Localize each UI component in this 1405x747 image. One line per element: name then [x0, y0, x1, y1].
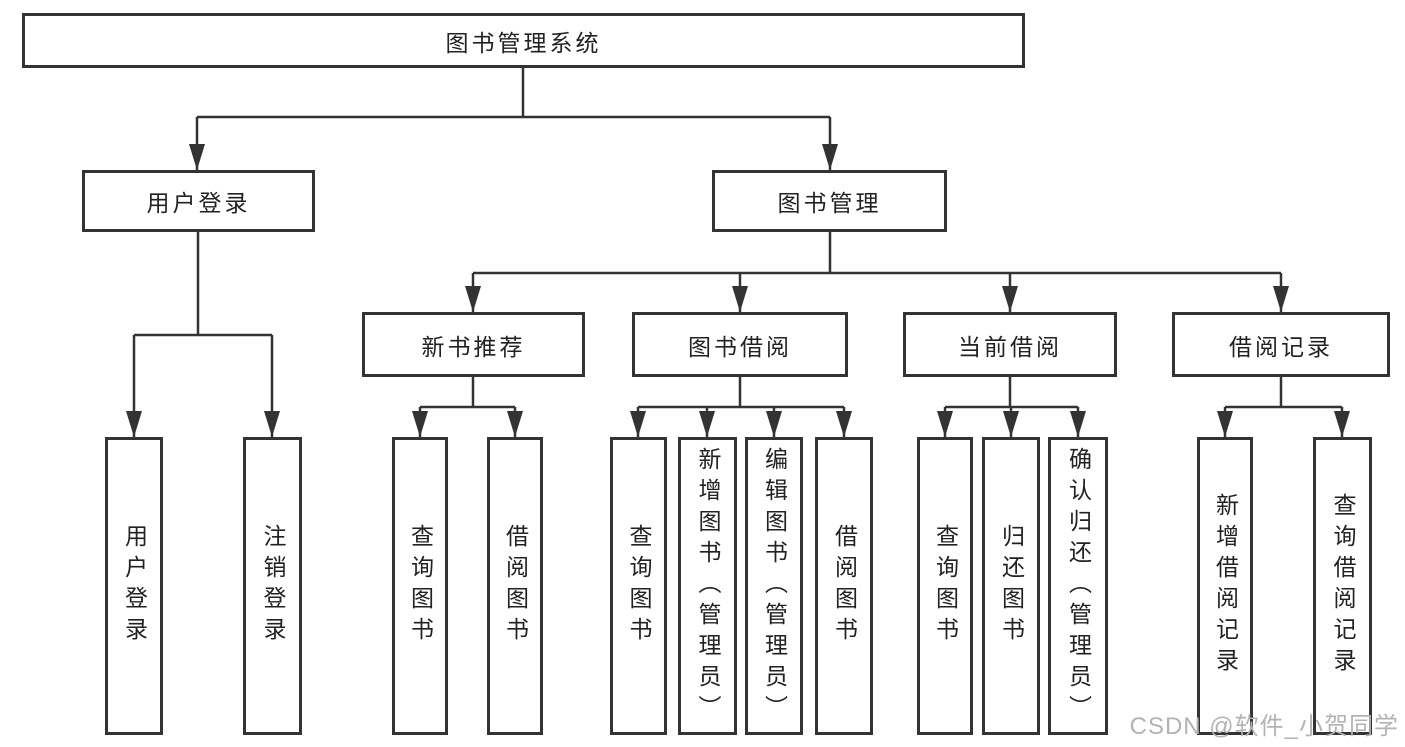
- node-current-borrow: 当前借阅: [903, 312, 1117, 377]
- node-book-borrow: 图书借阅: [632, 312, 848, 377]
- leaf-query-books-1-label: 查询图书: [407, 524, 434, 648]
- node-borrow-records-label: 借阅记录: [1229, 333, 1333, 360]
- edges-new-book-subtree: [412, 377, 523, 437]
- watermark: CSDN @软件_小贺同学: [1129, 713, 1399, 740]
- node-current-borrow-label: 当前借阅: [958, 333, 1062, 360]
- edges-current-borrow-subtree: [937, 377, 1086, 437]
- node-book-management-label: 图书管理: [777, 190, 882, 216]
- leaf-user-login: 用户登录: [105, 437, 163, 735]
- leaf-user-login-label: 用户登录: [121, 524, 148, 648]
- leaf-query-books-3-label: 查询图书: [932, 524, 959, 648]
- edges-root-to-level2: [189, 68, 838, 170]
- leaf-query-books-3: 查询图书: [917, 437, 973, 735]
- leaf-return-book: 归还图书: [982, 437, 1040, 735]
- edges-book-management-to-level3: [465, 232, 1289, 312]
- edges-user-login-subtree: [126, 232, 280, 437]
- leaf-borrow-books-1: 借阅图书: [487, 437, 543, 735]
- leaf-query-books-2: 查询图书: [610, 437, 667, 735]
- leaf-edit-book-admin-label: 编辑图书（管理员）: [761, 446, 788, 726]
- leaf-borrow-books-1-label: 借阅图书: [502, 524, 529, 648]
- node-new-book-recommend: 新书推荐: [362, 312, 585, 377]
- leaf-confirm-return-admin-label: 确认归还（管理员）: [1065, 446, 1092, 726]
- leaf-add-book-admin: 新增图书（管理员）: [678, 437, 737, 735]
- leaf-add-borrow-record: 新增借阅记录: [1197, 437, 1253, 735]
- leaf-borrow-books-2: 借阅图书: [815, 437, 873, 735]
- leaf-add-book-admin-label: 新增图书（管理员）: [695, 446, 721, 726]
- node-root: 图书管理系统: [22, 13, 1025, 68]
- node-user-login: 用户登录: [82, 170, 315, 232]
- node-user-login-label: 用户登录: [146, 190, 251, 216]
- leaf-query-borrow-record: 查询借阅记录: [1313, 437, 1372, 735]
- leaf-query-books-1: 查询图书: [392, 437, 448, 735]
- node-borrow-records: 借阅记录: [1172, 312, 1390, 377]
- leaf-add-borrow-record-label: 新增借阅记录: [1212, 493, 1239, 679]
- edges-borrow-records-subtree: [1217, 377, 1350, 437]
- leaf-borrow-books-2-label: 借阅图书: [831, 524, 858, 648]
- leaf-return-book-label: 归还图书: [998, 524, 1025, 648]
- node-book-management: 图书管理: [712, 170, 947, 232]
- edges-book-borrow-subtree: [630, 377, 852, 437]
- leaf-logout: 注销登录: [243, 437, 302, 735]
- node-new-book-recommend-label: 新书推荐: [421, 333, 526, 360]
- leaf-edit-book-admin: 编辑图书（管理员）: [745, 437, 803, 735]
- leaf-confirm-return-admin: 确认归还（管理员）: [1048, 437, 1108, 735]
- leaf-logout-label: 注销登录: [260, 524, 286, 648]
- node-book-borrow-label: 图书借阅: [688, 333, 792, 360]
- leaf-query-books-2-label: 查询图书: [626, 524, 652, 648]
- node-root-label: 图书管理系统: [445, 29, 602, 56]
- leaf-query-borrow-record-label: 查询借阅记录: [1330, 493, 1356, 679]
